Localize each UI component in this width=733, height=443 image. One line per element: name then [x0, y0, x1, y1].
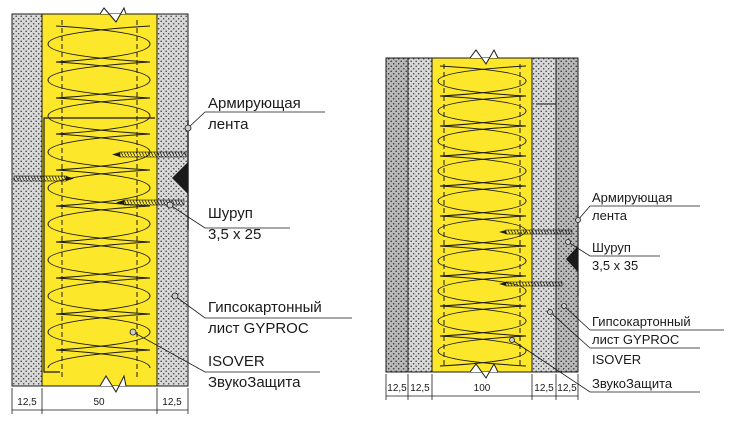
left-dimension-line	[11, 388, 189, 414]
right-board-inner-2	[555, 57, 579, 373]
left-break-top	[99, 6, 127, 23]
left-label-screw-2: 3,5 x 25	[208, 226, 261, 243]
left-dim-3: 12,5	[162, 397, 182, 408]
right-stud-lines	[443, 64, 521, 366]
right-dim-4: 12,5	[534, 383, 554, 394]
right-label-isover-1: ISOVER	[592, 352, 641, 367]
right-dim-1: 12,5	[387, 383, 407, 394]
right-board-inner-1	[531, 57, 557, 373]
right-dimension-line	[385, 374, 579, 400]
right-label-board-2: лист GYPROC	[592, 332, 679, 347]
left-label-board-2: лист GYPROC	[208, 320, 309, 337]
right-joint-filler	[566, 246, 578, 272]
left-joint-filler	[172, 162, 188, 194]
left-screw-top	[112, 151, 187, 158]
left-break-bottom	[99, 374, 127, 394]
left-label-board-1: Гипсокартонный	[208, 299, 322, 316]
left-label-isover-2: ЗвукоЗащита	[208, 374, 301, 391]
right-break-bottom	[469, 362, 499, 379]
left-label-tape-2: лента	[208, 116, 249, 133]
left-profile	[43, 117, 155, 373]
right-board-outer-1	[385, 57, 409, 373]
left-dim-2: 50	[93, 397, 105, 408]
left-insulation-zigzag	[55, 25, 151, 369]
right-label-screw-1: Шуруп	[592, 240, 631, 255]
right-dim-5: 12,5	[557, 383, 577, 394]
right-leaders	[511, 205, 724, 393]
right-break-top	[469, 48, 499, 65]
right-wall-section: 12,5 12,5 100 12,5 12,5 Армирующая лента…	[385, 48, 724, 400]
right-label-tape-1: Армирующая	[592, 190, 672, 205]
right-dim-3: 100	[474, 383, 491, 394]
left-leaders	[132, 111, 352, 373]
left-screw-middle	[13, 175, 74, 182]
right-screw-bottom	[499, 281, 563, 287]
right-label-tape-2: лента	[592, 208, 628, 223]
left-dim-1: 12,5	[17, 397, 37, 408]
left-wall-section: 12,5 50 12,5 Армирующая лента Шуруп 3,5 …	[11, 6, 352, 414]
right-board-outer-2	[407, 57, 433, 373]
right-insulation-zigzag	[439, 65, 527, 367]
right-dim-2: 12,5	[410, 383, 430, 394]
right-label-isover-2: ЗвукоЗащита	[592, 376, 673, 391]
right-label-screw-2: 3,5 x 35	[592, 258, 638, 273]
left-label-screw-1: Шуруп	[208, 205, 253, 222]
left-board-outer	[11, 13, 43, 387]
right-label-board-1: Гипсокартонный	[592, 314, 691, 329]
left-label-isover-1: ISOVER	[208, 353, 265, 370]
left-screw-bottom	[116, 199, 185, 206]
left-label-tape-1: Армирующая	[208, 95, 301, 112]
right-screw-top	[499, 229, 573, 235]
